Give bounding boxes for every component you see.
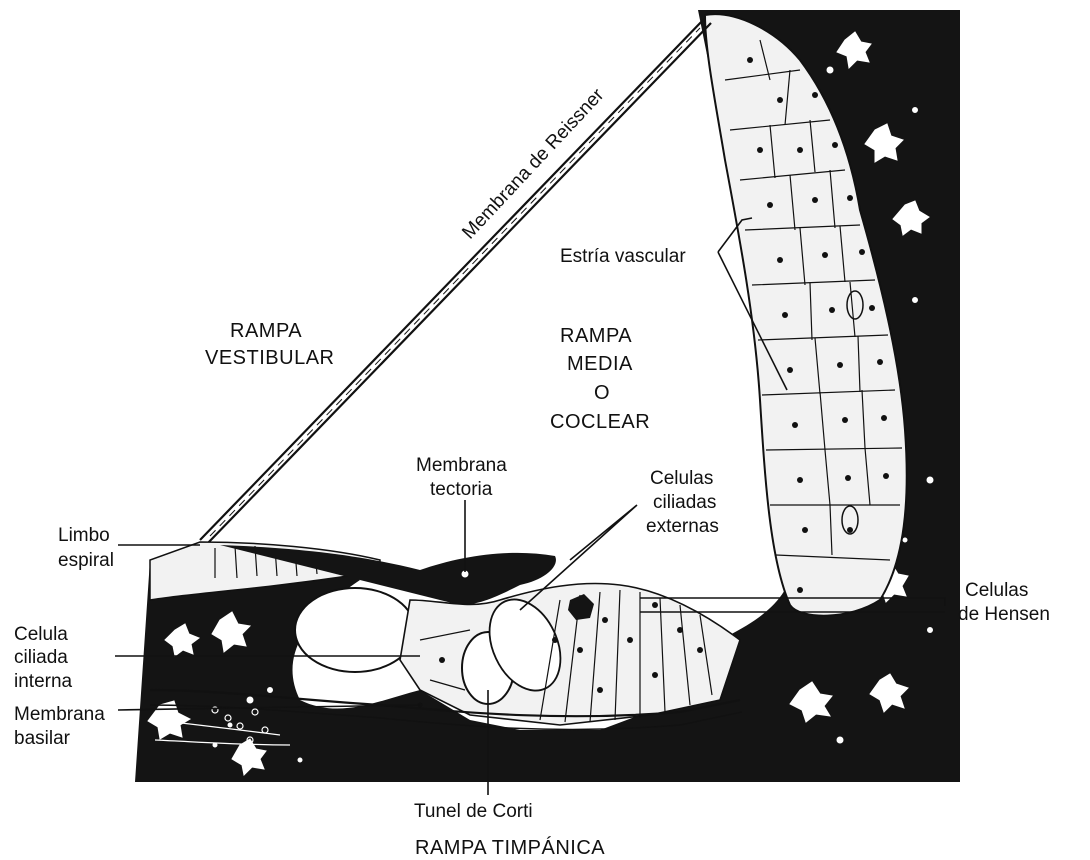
label-celulas-ciliadas-externas-3: externas [646, 516, 719, 537]
label-membrana-basilar-1: Membrana [14, 704, 105, 725]
label-rampa-media-1: RAMPA [560, 325, 632, 347]
label-estria-vascular: Estría vascular [560, 246, 686, 267]
label-celulas-hensen-1: Celulas [965, 580, 1028, 601]
label-celulas-ciliadas-externas-2: ciliadas [653, 492, 716, 513]
label-membrana-tectoria-2: tectoria [430, 479, 493, 500]
inner-sulcus [295, 588, 415, 672]
label-celula-ciliada-interna-1: Celula [14, 624, 68, 645]
organ-of-corti [400, 583, 740, 725]
label-membrana-reissner: Membrana de Reissner [458, 84, 608, 243]
label-membrana-tectoria-1: Membrana [416, 455, 507, 476]
label-limbo-espiral-2: espiral [58, 550, 114, 571]
label-celula-ciliada-interna-3: interna [14, 671, 73, 692]
label-celula-ciliada-interna-2: ciliada [14, 647, 68, 668]
label-membrana-basilar-2: basilar [14, 728, 71, 749]
label-limbo-espiral-1: Limbo [58, 525, 110, 546]
label-rampa-vestibular-1: RAMPA [230, 320, 302, 342]
label-rampa-timpanica: RAMPA TIMPÁNICA [415, 836, 605, 859]
label-rampa-media-2: MEDIA [567, 353, 633, 375]
label-rampa-media-3: O [594, 382, 610, 404]
label-celulas-hensen-2: de Hensen [958, 604, 1050, 625]
label-tunel-corti: Tunel de Corti [414, 801, 533, 822]
label-rampa-vestibular-2: VESTIBULAR [205, 347, 334, 369]
label-celulas-ciliadas-externas-1: Celulas [650, 468, 713, 489]
label-rampa-media-4: COCLEAR [550, 411, 650, 433]
